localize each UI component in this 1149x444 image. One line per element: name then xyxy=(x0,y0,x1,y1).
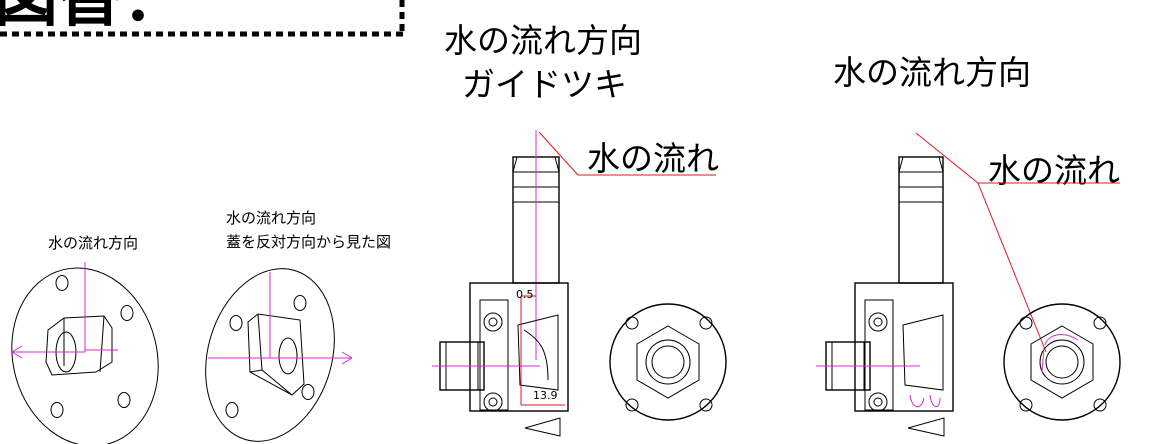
hex-nut xyxy=(1030,325,1094,399)
hose-nipple xyxy=(898,156,944,284)
sketch-flow-direction: 水の流れ方向 xyxy=(11,234,159,444)
plain-title: 水の流れ方向 xyxy=(833,53,1031,92)
flange-front xyxy=(609,303,727,421)
bolt-hole xyxy=(120,305,134,321)
bottom-screw xyxy=(907,417,945,437)
small-left-label: 水の流れ方向 xyxy=(48,234,138,252)
guide-title-2: ガイドツキ xyxy=(462,65,627,104)
bolt-hole xyxy=(117,392,131,408)
dim-horizontal: 13.9 xyxy=(533,389,558,402)
flange-front xyxy=(1003,303,1121,421)
front-view-without-guide xyxy=(1003,303,1121,421)
valve-body xyxy=(854,282,954,412)
small-mid-label-2: 蓋を反対方向から見た図 xyxy=(226,233,391,251)
top-banner: 図替： xyxy=(0,0,405,37)
guide-title-1: 水の流れ方向 xyxy=(444,21,642,60)
flow-leader xyxy=(538,131,716,176)
flow-callout-left: 水の流れ xyxy=(587,139,719,178)
guide-block xyxy=(45,315,113,376)
section-with-guide: 水の流れ方向 ガイドツキ 水の流れ 0.5 13.9 xyxy=(432,21,719,437)
section-without-guide: 水の流れ方向 水の流れ xyxy=(816,53,1120,437)
dim-vertical: 0.5 xyxy=(516,288,534,301)
flow-callout-right: 水の流れ xyxy=(988,151,1120,190)
guide-block xyxy=(247,313,305,396)
bottom-screw xyxy=(524,417,561,437)
flange-disc xyxy=(205,268,335,442)
banner-text: 図替： xyxy=(0,0,186,36)
sketch-reverse-view: 水の流れ方向 蓋を反対方向から見た図 xyxy=(205,209,391,442)
bolt-hole xyxy=(50,402,64,418)
front-view-with-guide xyxy=(609,303,727,421)
hex-nut xyxy=(636,325,700,399)
valve-body xyxy=(469,282,569,412)
flange-disc xyxy=(11,267,159,444)
small-mid-label-1: 水の流れ方向 xyxy=(226,209,316,227)
bolt-hole xyxy=(55,275,69,291)
